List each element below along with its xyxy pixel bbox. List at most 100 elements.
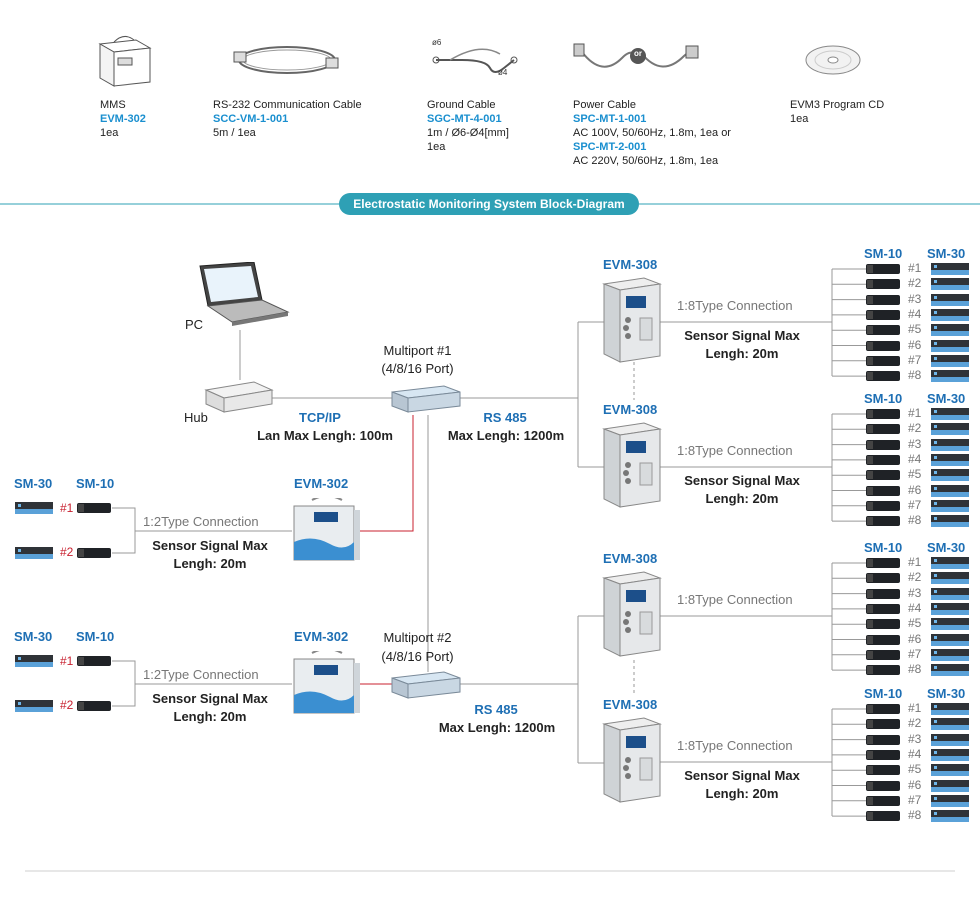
sm10-sensor-icon [866,719,900,730]
sm10-sensor-icon [866,500,900,511]
sm10-sensor-icon [866,454,900,465]
multiport2-label: Multiport #2 [383,630,452,645]
sm30-sensor-icon [931,515,969,528]
signal-max-label: Sensor Signal Max [152,538,268,553]
sm10-sensor-icon [866,294,900,305]
sm10-sensor-icon [866,573,900,584]
accessory-name: MMS [100,99,126,111]
accessory-name: EVM3 Program CD [790,99,885,111]
accessory-code-2: SPC-MT-2-001 [573,141,647,153]
sm10-sensor-icon [866,765,900,776]
port-label: #5 [908,467,922,482]
diameter-6-label: ø6 [432,38,442,47]
laptop-icon [199,262,290,326]
evm308-device-icon[interactable] [602,421,662,509]
port-label-1: #1 [60,501,74,515]
sm30-sensor-icon [15,655,53,667]
accessory-code: EVM-302 [100,113,146,125]
port-label: #4 [908,746,922,761]
evm308-device-icon[interactable] [602,570,662,658]
port-label: #2 [908,570,922,585]
hub-label: Hub [184,410,208,425]
evm308-heading: EVM-308 [603,551,658,566]
evm308-heading: EVM-308 [603,697,658,712]
sm30-heading: SM-30 [14,476,53,491]
accessory-detail: 1ea [100,127,119,139]
accessory-detail: 5m / 1ea [213,127,256,139]
sm30-sensor-icon [15,700,53,712]
port-label-1: #1 [60,654,74,668]
accessory-code: SCC-VM-1-001 [213,113,289,125]
sm10-sensor-icon [866,325,900,336]
port-label: #4 [908,600,922,615]
sm10-sensor-icon [866,470,900,481]
sm30-sensor-icon [931,664,969,677]
sm10-sensor-icon [866,485,900,496]
signal-length-label: Lengh: 20m [705,786,779,801]
sm30-heading: SM-30 [927,540,966,555]
sm30-sensor-icon [931,324,969,337]
signal-length-label: Lengh: 20m [705,491,779,506]
sm30-sensor-icon [931,779,969,792]
sm30-sensor-icon [931,633,969,646]
port-label: #2 [908,716,922,731]
sm10-heading: SM-10 [864,246,903,261]
multiport2-ports-label: (4/8/16 Port) [381,649,454,664]
sm30-sensor-icon [931,587,969,600]
signal-length-label: Lengh: 20m [705,346,779,361]
sm30-sensor-icon [931,278,969,291]
sm30-heading: SM-30 [14,629,53,644]
port-label: #6 [908,631,922,646]
sm30-sensor-icon [931,263,969,275]
port-label: #7 [908,497,922,512]
signal-max-label: Sensor Signal Max [152,691,268,706]
multiport1-switch-icon[interactable] [390,384,462,414]
signal-max-label: Sensor Signal Max [684,768,800,783]
port-label: #8 [908,808,922,823]
multiport1-label: Multiport #1 [383,343,452,358]
sm10-sensor-icon [866,603,900,614]
signal-max-label: Sensor Signal Max [684,473,800,488]
accessory-code: SPC-MT-1-001 [573,113,647,125]
port-label: #6 [908,482,922,497]
sm30-sensor-icon [931,308,969,321]
port-label: #3 [908,291,922,306]
evm308-device-icon[interactable] [602,276,662,364]
port-label: #1 [908,555,922,569]
sm10-sensor-icon [866,424,900,435]
port-label: #7 [908,792,922,807]
port-label: #1 [908,261,922,275]
sm30-sensor-icon [931,557,969,569]
sm30-sensor-icon [931,499,969,512]
accessory-detail-2: 1ea [427,141,446,153]
sm30-sensor-icon [931,794,969,807]
sm10-sensor-icon [866,619,900,630]
type18-connection-label: 1:8Type Connection [677,443,793,458]
accessory-name: Power Cable [573,99,636,111]
sm10-heading: SM-10 [864,540,903,555]
sm10-sensor-icon [866,264,900,274]
power-cable-icon [573,43,699,68]
sm10-sensor-icon [866,309,900,320]
accessory-name: Ground Cable [427,99,496,111]
type18-connection-label: 1:8Type Connection [677,298,793,313]
port-label-2: #2 [60,545,74,559]
evm302-device-icon[interactable] [292,651,362,715]
rs485-length-label-2: Max Lengh: 1200m [438,720,556,735]
sm10-sensor-icon [866,558,900,568]
sm30-sensor-icon [931,354,969,367]
sm30-heading: SM-30 [927,686,966,701]
hub-icon [204,381,274,413]
sm30-sensor-icon [931,618,969,631]
sm30-sensor-icon [931,423,969,436]
sm10-sensor-icon [77,656,111,666]
port-label: #7 [908,646,922,661]
sm10-sensor-icon [866,340,900,351]
multiport2-switch-icon[interactable] [390,670,462,700]
evm308-device-icon[interactable] [602,716,662,804]
rs485-length-label-1: Max Lengh: 1200m [447,428,565,443]
evm302-device-icon[interactable] [292,498,362,562]
accessory-detail: 1ea [790,113,809,125]
sm30-sensor-icon [931,733,969,746]
sm10-sensor-icon [866,279,900,290]
